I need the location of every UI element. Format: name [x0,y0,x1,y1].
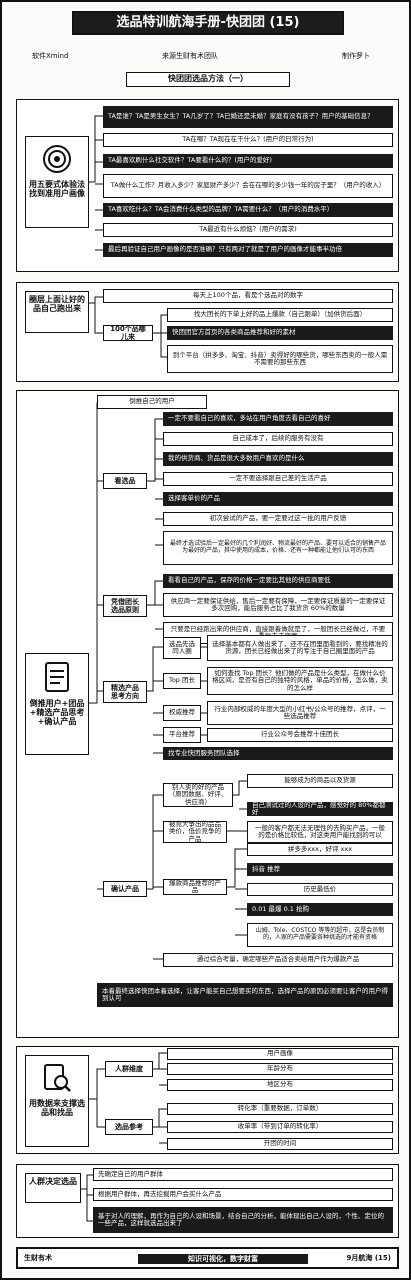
section-product-pool: 圈层上面让好的品自己跑出来 每天上100个品，看是个选品对的数字 100个品哪儿… [16,282,399,382]
sec4-b-item-3: 开团的时间 [167,1138,393,1150]
sec5-item-3: 基于对人的理解，再作为自己的人设和场景，结合自己的分析，能体现出自己人设的，个性… [93,1207,393,1233]
sec4-b-item-1: 转化率（重要数据，订单数） [167,1103,393,1115]
sec1-label-box: 用五要式体验法找到准用户画像 [25,136,89,228]
sec5-label-box: 人群决定选品 [25,1173,81,1203]
sec1-item-5: TA喜欢吃什么？TA会消费什么类型的品牌？TA需要什么？（用户的消费水平） [103,203,393,217]
sec1-item-1: TA是谁？TA是男生女生？TA几岁了？TA已婚还是未婚？家庭有没有孩子？用户的基… [103,106,393,128]
sec3-c4-item: 行业公众号会推荐十佳团长 [207,728,393,742]
sec3-d2: 被竞大争出的品品类价，低价竞争的产品 [163,820,227,843]
sec3-a-item-2: 自己成本了，后续的服务有没有 [163,432,393,446]
section-crowd-decides: 人群决定选品 先确定自己的用户群体 根据用户群体，再去挖掘用户会买什么产品 基于… [16,1164,399,1238]
sec1-item-2: TA在哪？TA现在在干什么？(用户的日常行为) [103,133,393,147]
sec3-d1-item-1: 能够成为的商品以及货源 [247,774,393,788]
document-icon [45,662,69,692]
sec3-branch-a: 看选品 [103,473,147,489]
sec3-d3-item-1: 拼多多xxx，好评 xxx [247,843,393,856]
footer-center: 知识可视化，数字财富 [138,1254,308,1265]
sec3-d3-item-2: 抖音 推荐 [247,863,393,876]
sec4-label: 用数据来支撑选品和找品 [29,1099,85,1118]
sec4-a-item-2: 年龄分布 [167,1063,393,1075]
sec3-a-item-1: 一定不要看自己的喜欢，多站在用户角度去看自己的喜好 [163,412,393,426]
sec3-c-tail: 找专业快团服务团队选择 [163,747,393,760]
sec2-branch: 100个品哪儿来 [103,325,153,341]
sec3-footer: 本着最终选择快团本着选择，让客户能买自己想要买的东西，选择产品的原因必须要让客户… [97,983,393,1007]
sec3-c3: 权威推荐 [163,705,201,721]
sec3-b-item-2: 供应商一定要保证供给，售后一定要有保障，一定要保证质量的一定要保证多次回购，能后… [163,593,393,617]
section-product-selection: 倒推用户+团品+精选产品思考+确认产品 倒推自己的用户 看选品 一定不要看自己的… [16,390,399,1038]
sec3-d3-item-5: 山姆、Tole、COSTCO 等等的超市，这是会员制的，人家的产品需要各种挑选的… [247,923,393,947]
sec3-c2: Top 团长 [163,673,201,689]
sec3-branch-d: 确认产品 [103,881,147,897]
sec1-item-3: TA最喜欢刷什么社交软件？TA要看什么的？(用户的爱好) [103,154,393,168]
sec1-item-4: TA做什么工作？月收入多少？家庭财产多少？会在在哪的多少钱一年的房子里？（用户的… [103,174,393,198]
sec3-branch-c: 精选产品思考方向 [103,681,147,703]
sec4-b-item-2: 收单率（带到订单的转化率） [167,1121,393,1133]
sec4-branch-b: 选品参考 [105,1119,153,1135]
sec3-d3-item-4: 0.01 最爆 0.1 抢购 [247,903,393,916]
sec3-a-item-4: 一定不要选择跟自己差的生活产品 [163,472,393,486]
sec3-d3-item-3: 历史最低价 [247,883,393,896]
sec4-a-item-1: 用户画像 [167,1048,393,1060]
sec3-d2-item-1: 一般的客户都无法无理性的去购买产品，一般的是价格比较低，对这类用户能找到的可以 [247,821,393,843]
sec3-label: 倒推用户+团品+精选产品思考+确认产品 [29,699,85,727]
sec3-c1: 选品先选同人圈 [163,637,201,659]
sec4-label-box: 用数据来支撑选品和找品 [25,1055,89,1147]
sec3-c4: 平台推荐 [163,727,201,743]
section-title: 快团团选品方法（一） [126,72,290,87]
sec3-c3-item: 行业内部权威的年度大型的小红书/公众号的推荐，点评，一些选品推荐 [207,701,393,725]
sec3-b-item-1: 看看自己的产品，保存的价格一定要比其他的供应商要低 [163,574,393,588]
sec3-d1: 别人卖的好的产品（原因数据、好评、供应商） [163,783,233,807]
sec3-c2-item: 如何查找 Top 团长？他们做的产品是什么类型，在做什么价格区间，是否有自己的独… [207,667,393,695]
sec1-label: 用五要式体验法找到准用户画像 [29,180,85,199]
sec3-a-item-5: 选择客单价的产品 [163,492,393,506]
sec3-a-note: 最终才选试验后一定最好的几个利润好、物流最好的产品、要可以适合的销售产品为最好的… [163,531,393,565]
sec3-a-item-3: 我的供货商、货品是很大多数用户喜欢的是什么 [163,452,393,466]
footer-bar: 生财有术 知识可视化，数字财富 9月航海 (15) [16,1247,399,1269]
sec3-d-tail: 通过综合考量，确定哪些产品适合卖给用户作为爆款产品 [163,953,393,967]
sec3-a-item-6: 初次尝试的产品，要一定要过这一批的用户反馈 [163,512,393,526]
section-data-support: 用数据来支撑选品和找品 人群维度 用户画像 年龄分布 地区分布 选品参考 转化率… [16,1046,399,1154]
sec3-root: 倒推自己的用户 [97,395,207,409]
meta-source: 来源生财有术团队 [162,52,218,60]
sec3-label-box: 倒推用户+团品+精选产品思考+确认产品 [25,653,89,755]
footer-right: 9月航海 (15) [346,1254,391,1262]
sec4-branch-a: 人群维度 [105,1061,153,1077]
sec3-d3: 爆款商品推荐的产品 [163,879,227,895]
sec3-d1-item-2: 自己测试过的人设的产品，感觉好的 80%都都好 [247,801,393,816]
sec5-item-1: 先确定自己的用户群体 [93,1168,393,1181]
sec2-item-3: 到个平台（拼多多、淘宝、抖音）卖得好的哪些货，哪些东西卖的一般人需不需要的那些东… [167,345,393,373]
sec4-a-item-3: 地区分布 [167,1079,393,1091]
sec1-item-6: TA最近有什么烦恼？(用户的需求) [103,223,393,237]
sec1-item-7: 最后再验证自己用户画像的是否准确？只有两对了就是了用户的画像才能事半功倍 [103,243,393,257]
page-title: 选品特训航海手册-快团团 (15) [72,11,344,35]
sec2-label: 圈层上面让好的品自己跑出来 [29,295,85,314]
sec3-branch-b: 凭借团长选品原则 [103,595,147,617]
magnifier-document-icon [44,1064,71,1092]
target-icon [43,145,71,173]
footer-left: 生财有术 [24,1254,52,1262]
sec5-item-2: 根据用户群体，再去挖掘用户会买什么产品 [93,1188,393,1201]
section-user-persona: 用五要式体验法找到准用户画像 TA是谁？TA是男生女生？TA几岁了？TA已婚还是… [16,99,399,272]
sec5-label: 人群决定选品 [29,1177,77,1186]
sec2-item-1: 找大团长的下单上好的品上爆款（自己跟单）（加供货后面） [167,308,393,322]
sec2-item-2: 快团团官方首页的各类商品推荐和好的素材 [167,326,393,340]
meta-author: 制作罗卜 [342,52,370,60]
sec3-c1-item: 选择基本都有人做出来了，还不在团里面看到的，要找精准的货源，团长已经做出来了的专… [207,635,393,661]
meta-software: 软件Xmind [32,52,69,60]
sec2-top-item: 每天上100个品，看是个选品对的数字 [103,289,393,303]
sec2-label-box: 圈层上面让好的品自己跑出来 [25,291,89,333]
